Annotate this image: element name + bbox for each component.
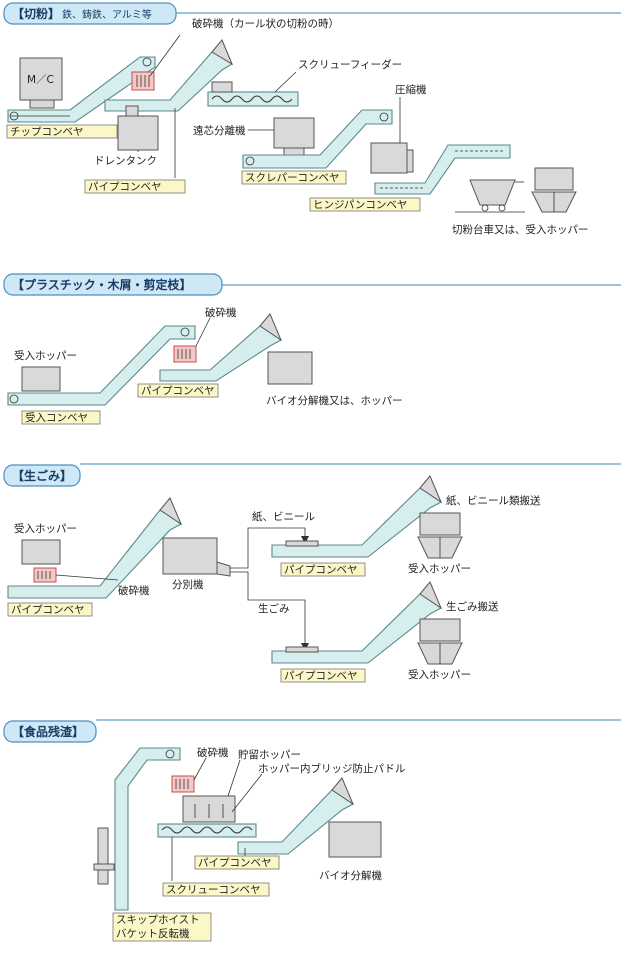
receiving-conveyor xyxy=(7,325,196,406)
screw-feeder-label: スクリューフィーダー xyxy=(298,58,402,71)
bucket-tipper-label: バケット反転機 xyxy=(116,927,190,940)
skip-hoist xyxy=(114,747,181,911)
section-header-chips: 【切粉】 鉄、鋳鉄、アルミ等 xyxy=(3,2,621,25)
section-header-garbage: 【生ごみ】 xyxy=(3,463,621,487)
crusher-label: 破砕機 xyxy=(205,306,237,319)
receiving-hopper-2-label: 受入ホッパー xyxy=(408,563,471,575)
sorter-label: 分別機 xyxy=(172,578,204,591)
sorter: 分別機 xyxy=(162,537,231,591)
crusher-icon xyxy=(171,775,195,793)
hinge-conveyor-label: ヒンジパンコンベヤ xyxy=(313,199,407,211)
bio-or-hopper-label: バイオ分解機又は、ホッパー xyxy=(266,394,403,407)
paper-vinyl-label: 紙、ビニール xyxy=(252,510,315,523)
garbage-transport-label: 生ごみ搬送 xyxy=(446,600,499,613)
cart-hopper-label: 切粉台車又は、受入ホッパー xyxy=(452,223,589,236)
scraper-conveyor-label: スクレパーコンベヤ xyxy=(245,172,340,184)
screw-conveyor xyxy=(157,823,257,838)
section-header-food: 【食品残渣】 xyxy=(3,719,621,743)
receiving-conveyor-label: 受入コンベヤ xyxy=(25,412,88,424)
section-title: 【切粉】 xyxy=(12,6,60,21)
bio-label: バイオ分解機 xyxy=(319,869,382,882)
pipe-conveyor-b-label: パイプコンベヤ xyxy=(284,564,358,576)
centrifugal-separator: 遠芯分離機 xyxy=(193,117,315,157)
crusher-icon xyxy=(173,345,197,363)
screw-feeder: スクリューフィーダー xyxy=(207,58,402,107)
separator-label: 遠芯分離機 xyxy=(193,124,246,137)
crusher-label: 破砕機 xyxy=(118,584,150,597)
compressor: 圧縮機 xyxy=(370,83,427,174)
crusher-label: 破砕機 xyxy=(197,746,229,759)
storage-hopper-label: 貯留ホッパー xyxy=(238,748,301,761)
section-subtitle: 鉄、鋳鉄、アルミ等 xyxy=(62,8,152,21)
crusher-icon xyxy=(131,71,155,91)
drain-tank-label: ドレンタンク xyxy=(94,155,157,167)
section-title: 【食品残渣】 xyxy=(12,724,84,739)
mc-label: M／C xyxy=(27,74,54,86)
receiving-hopper xyxy=(21,366,61,392)
machine-tool: M／C xyxy=(19,57,63,109)
chip-cart xyxy=(455,179,525,213)
pipe-conveyor-label: パイプコンベヤ xyxy=(141,385,215,397)
receiving-hopper-3 xyxy=(417,618,463,665)
crusher-label: 破砕機（カール状の切粉の時） xyxy=(192,17,339,30)
scraper-conveyor xyxy=(242,109,393,169)
storage-hopper xyxy=(182,759,263,823)
pipe-conveyor-c-label: パイプコンベヤ xyxy=(284,670,358,682)
receiving-hopper xyxy=(21,539,61,565)
receiving-hopper-label: 受入ホッパー xyxy=(14,523,77,535)
drain-tank: ドレンタンク xyxy=(94,105,159,167)
paper-vinyl-transport-label: 紙、ビニール類搬送 xyxy=(446,494,541,507)
bio-decomposer xyxy=(328,821,382,858)
compressor-label: 圧縮機 xyxy=(395,83,427,96)
screw-conveyor-label: スクリューコンベヤ xyxy=(166,884,261,896)
bridge-paddle-label: ホッパー内ブリッジ防止パドル xyxy=(258,762,405,775)
chip-conveyor-label-box xyxy=(6,124,118,139)
hinge-conveyor xyxy=(374,144,511,195)
section-title: 【生ごみ】 xyxy=(12,468,72,483)
section-title: 【プラスチック・木屑・剪定枝】 xyxy=(12,277,192,292)
receiving-hopper-label: 受入ホッパー xyxy=(14,350,77,362)
pipe-conveyor-a-label: パイプコンベヤ xyxy=(11,604,85,616)
skip-hoist-label: スキップホイスト xyxy=(116,914,200,926)
receiving-hopper-3-label: 受入ホッパー xyxy=(408,669,471,681)
chip-conveyor xyxy=(7,56,156,123)
bucket xyxy=(97,827,109,885)
receiving-hopper-2 xyxy=(417,512,463,559)
receiving-hopper xyxy=(531,167,577,213)
pipe-conveyor-label: パイプコンベヤ xyxy=(88,181,162,193)
section-header-plastic: 【プラスチック・木屑・剪定枝】 xyxy=(3,273,621,296)
pipe-conveyor-label: パイプコンベヤ xyxy=(198,857,272,869)
garbage-label: 生ごみ xyxy=(258,602,290,615)
crusher-icon xyxy=(33,567,57,583)
bio-or-hopper xyxy=(267,351,313,385)
chip-conveyor-label: チップコンベヤ xyxy=(10,126,84,138)
